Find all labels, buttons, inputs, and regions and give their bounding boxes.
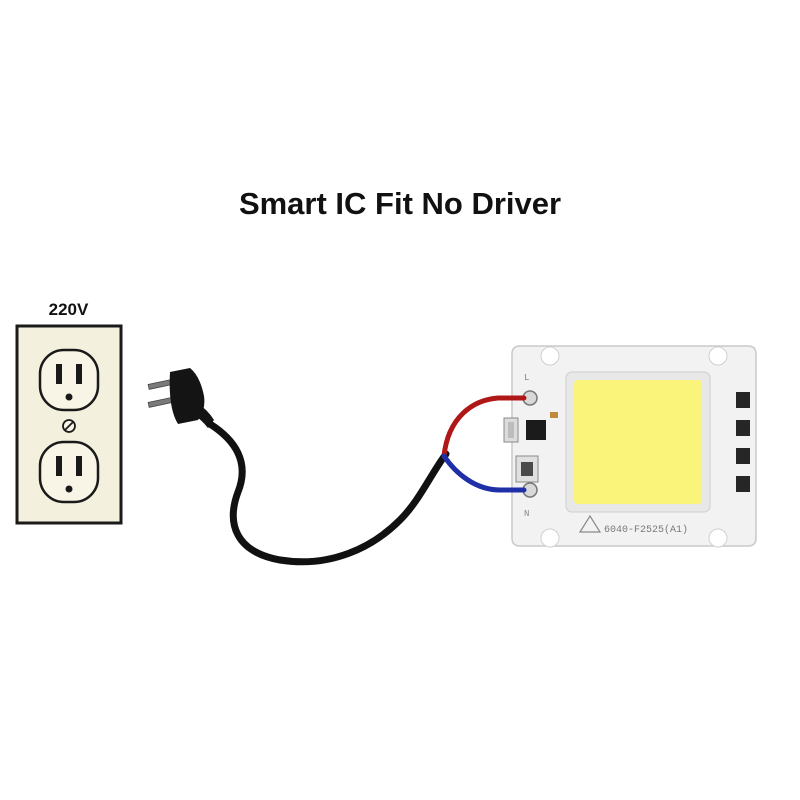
pcb-component-top-inner xyxy=(508,422,514,438)
warning-triangle-icon xyxy=(578,514,602,533)
live-wire xyxy=(441,395,527,459)
mount-hole-bottom-right xyxy=(708,528,728,548)
wall-outlet xyxy=(15,324,123,525)
outlet-lower-slot-left xyxy=(56,456,62,476)
outlet-upper-slot-right xyxy=(76,364,82,384)
contact-pad-2 xyxy=(736,420,750,436)
driver-ic xyxy=(526,420,546,440)
outlet-lower-slot-right xyxy=(76,456,82,476)
pcb-component-bottom-inner xyxy=(521,462,533,476)
contact-pad-4 xyxy=(736,476,750,492)
contact-pad-3 xyxy=(736,448,750,464)
led-emitter xyxy=(574,380,702,504)
outlet-upper-socket xyxy=(38,348,100,412)
outlet-screw-slot xyxy=(64,421,74,431)
mount-hole-top-left xyxy=(540,346,560,366)
power-cable xyxy=(206,420,450,566)
smd-capacitor xyxy=(550,412,558,418)
chip-model-label: 6040-F2525(A1) xyxy=(604,524,688,536)
page-title: Smart IC Fit No Driver xyxy=(238,186,562,221)
outlet-upper-ground-hole xyxy=(65,393,73,401)
outlet-upper-slot-left xyxy=(56,364,62,384)
outlet-lower-socket xyxy=(38,440,100,504)
mount-hole-top-right xyxy=(708,346,728,366)
contact-pad-1 xyxy=(736,392,750,408)
outlet-lower-ground-hole xyxy=(65,485,73,493)
voltage-label: 220V xyxy=(48,300,89,319)
mount-hole-bottom-left xyxy=(540,528,560,548)
led-cob-module: L N 6040-F2525(A1) xyxy=(503,345,757,548)
neutral-wire xyxy=(441,453,527,493)
terminal-live-label: L xyxy=(524,373,529,383)
power-plug xyxy=(147,368,214,428)
terminal-neutral-label: N xyxy=(524,509,529,519)
